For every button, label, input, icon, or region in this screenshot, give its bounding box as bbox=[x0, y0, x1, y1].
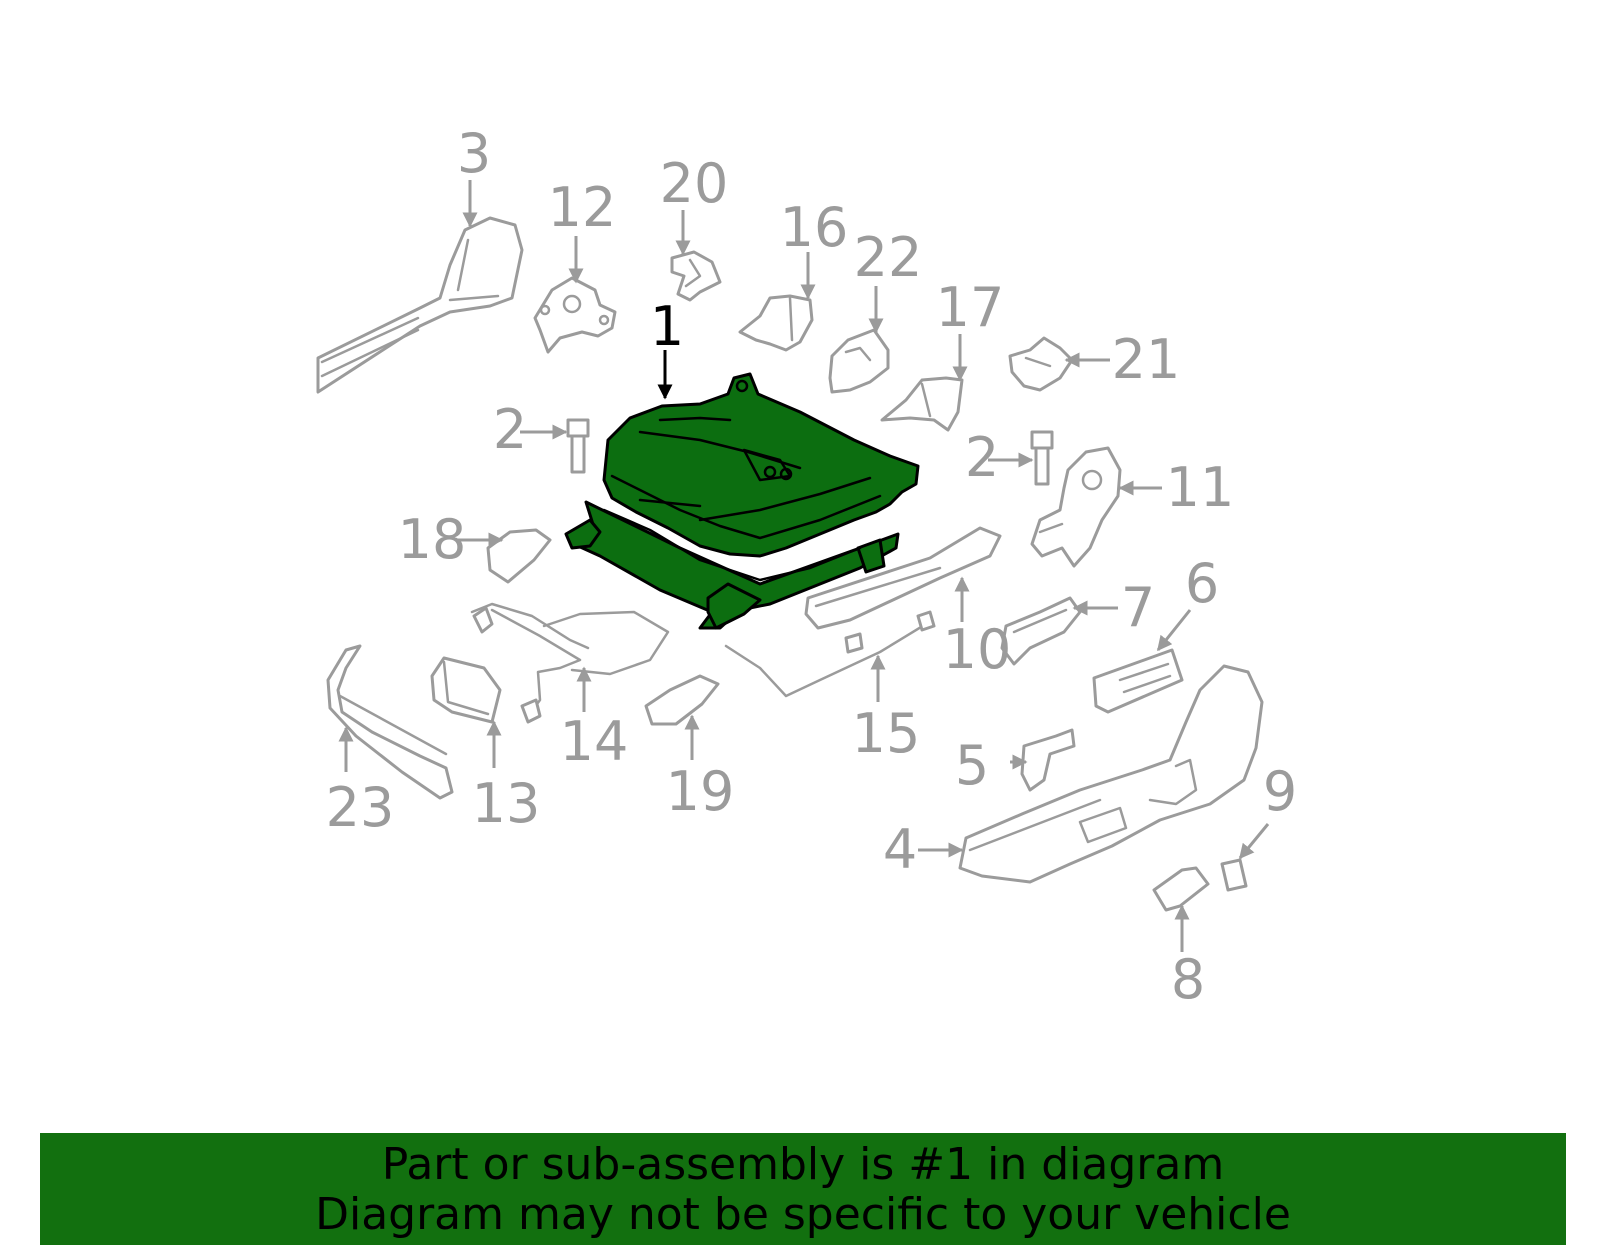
callout-20: 20 bbox=[660, 152, 729, 215]
part-2-bolt-left bbox=[566, 418, 590, 474]
callout-7: 7 bbox=[1121, 576, 1155, 639]
part-22-cover bbox=[828, 328, 890, 394]
callout-21: 21 bbox=[1112, 328, 1181, 391]
callout-3: 3 bbox=[457, 122, 491, 185]
part-12-bracket bbox=[533, 276, 617, 354]
callout-17: 17 bbox=[936, 276, 1005, 339]
callout-9: 9 bbox=[1263, 760, 1297, 823]
callout-5: 5 bbox=[955, 734, 989, 797]
callout-numbers: 1 2 2 3 4 5 6 7 8 9 10 11 12 13 14 15 16… bbox=[326, 122, 1298, 1011]
part-19-clip bbox=[644, 674, 720, 726]
callout-10: 10 bbox=[943, 618, 1012, 681]
callout-14: 14 bbox=[560, 710, 629, 773]
callout-19: 19 bbox=[666, 760, 735, 823]
part-18-clip bbox=[486, 528, 552, 584]
part-16-bracket bbox=[738, 294, 814, 352]
part-15-cable bbox=[724, 610, 936, 698]
part-8-knob bbox=[1152, 866, 1210, 912]
callout-1: 1 bbox=[650, 295, 684, 358]
part-10-rail-cover bbox=[804, 526, 1002, 630]
callout-2-left: 2 bbox=[493, 398, 527, 461]
banner-line-1: Part or sub-assembly is #1 in diagram bbox=[381, 1139, 1225, 1190]
part-5-latch bbox=[1020, 728, 1076, 792]
callout-18: 18 bbox=[398, 508, 467, 571]
callout-6: 6 bbox=[1185, 552, 1219, 615]
callout-16: 16 bbox=[780, 196, 849, 259]
part-11-motor bbox=[1030, 446, 1122, 568]
callout-13: 13 bbox=[472, 772, 541, 835]
part-6-switch bbox=[1092, 648, 1184, 714]
part-9-clip bbox=[1220, 858, 1248, 892]
part-7-bracket bbox=[1000, 596, 1082, 666]
part-23-trim bbox=[326, 644, 454, 800]
callout-15: 15 bbox=[852, 702, 921, 765]
part-13-module bbox=[430, 656, 502, 724]
part-14-harness bbox=[470, 602, 670, 724]
callout-11: 11 bbox=[1166, 456, 1235, 519]
part-2-bolt-right bbox=[1030, 430, 1054, 486]
part-1-seat-frame bbox=[564, 372, 920, 630]
callout-23: 23 bbox=[326, 776, 395, 839]
part-3-side-cover bbox=[316, 216, 524, 394]
part-17-bracket bbox=[880, 376, 964, 432]
part-20-clip bbox=[670, 250, 722, 302]
callout-2-right: 2 bbox=[965, 426, 999, 489]
part-21-bracket bbox=[1008, 336, 1074, 392]
callout-12: 12 bbox=[548, 176, 617, 239]
info-banner: Part or sub-assembly is #1 in diagram Di… bbox=[40, 1133, 1566, 1245]
callout-4: 4 bbox=[883, 818, 917, 881]
callout-22: 22 bbox=[854, 226, 923, 289]
callout-8: 8 bbox=[1171, 948, 1205, 1011]
banner-line-2: Diagram may not be specific to your vehi… bbox=[315, 1189, 1291, 1240]
callout-leaders bbox=[338, 180, 1270, 952]
part-4-side-shield bbox=[958, 664, 1264, 884]
